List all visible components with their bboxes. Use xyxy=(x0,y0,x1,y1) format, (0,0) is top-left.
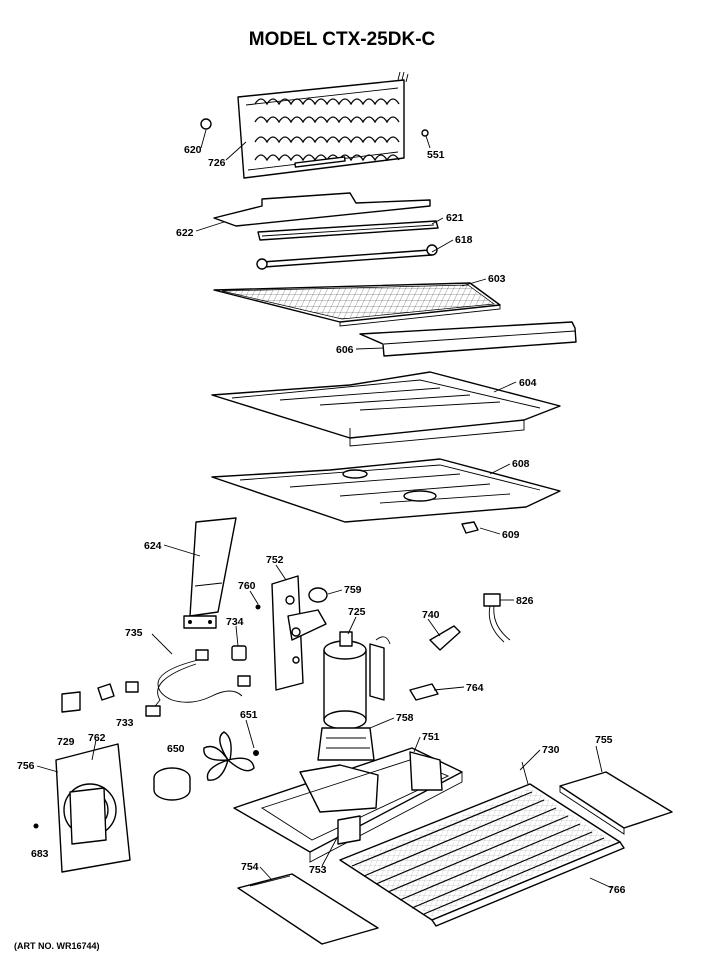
panel-608 xyxy=(211,458,561,523)
part-766 xyxy=(431,841,625,927)
duct-624 xyxy=(183,517,237,629)
callout-754: 754 xyxy=(241,861,259,873)
part-764 xyxy=(409,683,439,701)
callout-734: 734 xyxy=(226,616,244,628)
leader-lines xyxy=(36,129,613,889)
part-759 xyxy=(308,587,328,603)
callout-764: 764 xyxy=(466,682,484,694)
callout-651: 651 xyxy=(240,709,258,721)
callout-752: 752 xyxy=(266,554,284,566)
part-606 xyxy=(359,321,577,357)
callout-618: 618 xyxy=(455,234,473,246)
callout-620: 620 xyxy=(184,144,202,156)
part-620 xyxy=(200,118,212,130)
callout-609: 609 xyxy=(502,529,520,541)
part-734 xyxy=(231,645,247,661)
part-729 xyxy=(61,691,81,713)
callout-729: 729 xyxy=(57,736,75,748)
page-title: MODEL CTX-25DK-C xyxy=(249,29,436,50)
part-760 xyxy=(255,604,261,610)
part-683 xyxy=(33,823,39,829)
part-622 xyxy=(213,192,431,227)
callout-756: 756 xyxy=(17,760,35,772)
callout-683: 683 xyxy=(31,848,49,860)
callout-730: 730 xyxy=(542,744,560,756)
mounts-758 xyxy=(317,727,375,761)
part-753 xyxy=(337,815,361,845)
callout-604: 604 xyxy=(519,377,537,389)
callout-759: 759 xyxy=(344,584,362,596)
callout-740: 740 xyxy=(422,609,440,621)
callout-608: 608 xyxy=(512,458,530,470)
panel-755 xyxy=(559,771,673,835)
callout-758: 758 xyxy=(396,712,414,724)
callout-762: 762 xyxy=(88,732,106,744)
callout-760: 760 xyxy=(238,580,256,592)
part-609 xyxy=(461,521,479,534)
shelf-603 xyxy=(213,282,501,327)
callout-751: 751 xyxy=(422,731,440,743)
callout-551: 551 xyxy=(427,149,445,161)
callout-725: 725 xyxy=(348,606,366,618)
part-551 xyxy=(421,129,429,137)
callout-621: 621 xyxy=(446,212,464,224)
callout-766: 766 xyxy=(608,884,626,896)
callout-622: 622 xyxy=(176,227,194,239)
base-751 xyxy=(233,747,463,863)
fan-motor-650 xyxy=(153,767,191,801)
part-651-nut xyxy=(253,750,259,756)
panel-754 xyxy=(237,873,379,945)
bracket-752 xyxy=(271,575,327,691)
art-number: (ART NO. WR16744) xyxy=(14,941,100,951)
evaporator-726 xyxy=(237,71,409,179)
part-733 xyxy=(97,683,115,701)
part-621 xyxy=(257,220,439,241)
callout-735: 735 xyxy=(125,627,143,639)
callout-603: 603 xyxy=(488,273,506,285)
callout-733: 733 xyxy=(116,717,134,729)
fan-blade-651 xyxy=(203,731,255,781)
part-618 xyxy=(256,244,438,270)
fan-housing-756 xyxy=(55,743,131,873)
callout-624: 624 xyxy=(144,540,162,552)
harness-735 xyxy=(125,649,251,717)
callout-650: 650 xyxy=(167,743,185,755)
callout-826: 826 xyxy=(516,595,534,607)
compressor-725 xyxy=(323,631,391,730)
callout-755: 755 xyxy=(595,734,613,746)
part-826 xyxy=(483,593,511,643)
part-740 xyxy=(429,625,461,651)
callout-606: 606 xyxy=(336,344,354,356)
panel-604 xyxy=(211,371,561,447)
callout-753: 753 xyxy=(309,864,327,876)
callout-726: 726 xyxy=(208,157,226,169)
callout-labels: 620 726 551 622 621 618 603 606 604 608 … xyxy=(17,144,626,896)
